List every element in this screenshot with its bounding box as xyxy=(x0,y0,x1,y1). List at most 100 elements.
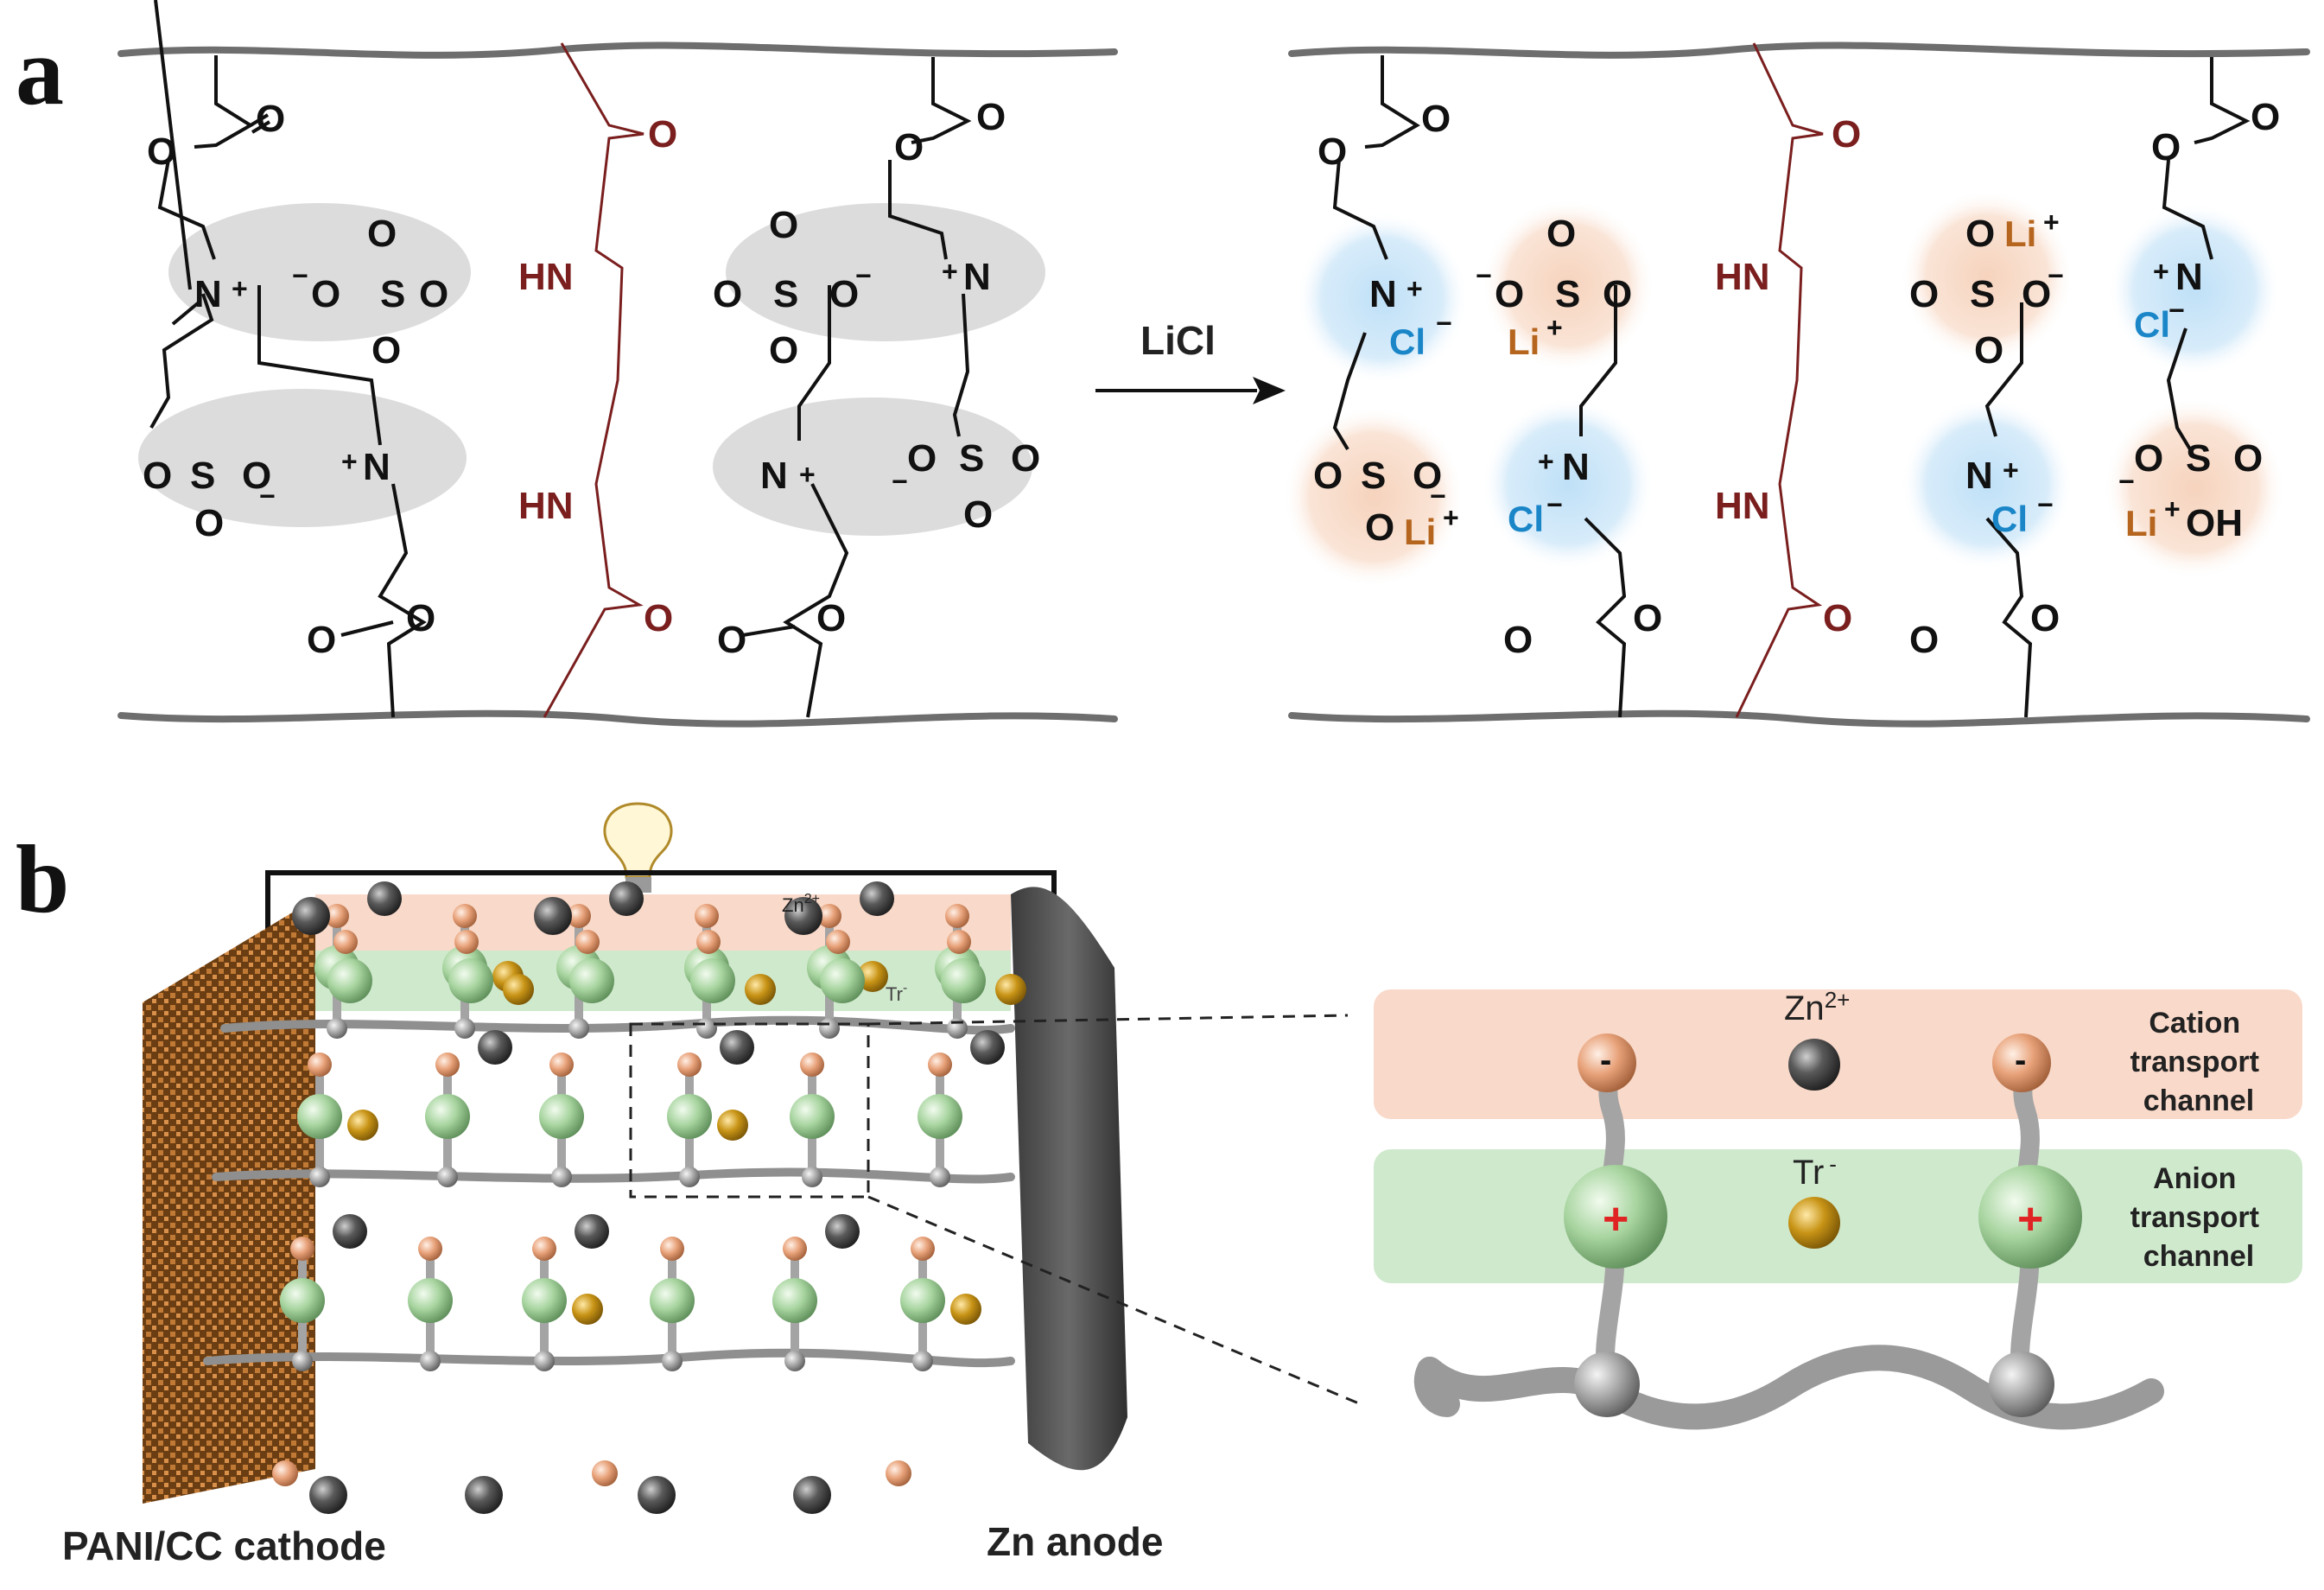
anionic-group-sphere xyxy=(272,1460,298,1486)
zn-ion-sphere xyxy=(292,897,330,935)
tr-ion-sphere xyxy=(717,1110,748,1141)
cationic-group-sphere xyxy=(425,1094,470,1139)
svg-text:+: + xyxy=(341,446,358,477)
device-ion-spheres xyxy=(272,881,1026,1514)
zn-ion-sphere xyxy=(784,897,822,935)
panel-label-a: a xyxy=(16,18,64,125)
amide-crosslinker xyxy=(543,42,644,718)
svg-text:HN: HN xyxy=(1715,485,1770,527)
svg-text:O: O xyxy=(2151,126,2181,169)
backbone-node xyxy=(802,1167,822,1187)
cationic-group-sphere xyxy=(820,958,865,1003)
backbone-node xyxy=(454,1018,475,1039)
svg-text:+: + xyxy=(2153,256,2169,287)
svg-text:O: O xyxy=(2233,437,2263,480)
backbone-node xyxy=(568,1018,589,1039)
svg-text:−: − xyxy=(1436,308,1452,339)
lightbulb-icon xyxy=(603,802,673,893)
svg-text:O: O xyxy=(2022,273,2051,315)
anionic-group-sphere xyxy=(1578,1034,1636,1092)
anionic-group-sphere xyxy=(290,1237,314,1261)
svg-text:O: O xyxy=(1909,273,1939,315)
zn-ion-sphere xyxy=(309,1476,347,1514)
svg-text:O: O xyxy=(1313,455,1343,497)
tr-ion-sphere xyxy=(950,1294,981,1325)
svg-text:O: O xyxy=(644,597,673,639)
svg-text:O: O xyxy=(1503,619,1533,661)
backbone-node xyxy=(437,1167,458,1187)
cationic-sign: + xyxy=(1603,1194,1629,1244)
tr-ion-sphere xyxy=(347,1110,378,1141)
svg-text:O: O xyxy=(1909,619,1939,661)
svg-text:O: O xyxy=(713,273,742,315)
svg-text:+: + xyxy=(1406,273,1423,304)
svg-text:O: O xyxy=(1318,130,1347,173)
svg-text:S: S xyxy=(2186,437,2211,480)
svg-text:+: + xyxy=(1538,446,1554,477)
svg-text:O: O xyxy=(1546,213,1576,255)
zn-ion-sphere xyxy=(575,1214,609,1249)
anionic-group-sphere xyxy=(575,930,600,954)
anionic-group-sphere xyxy=(308,1053,332,1077)
cationic-group-sphere xyxy=(280,1278,325,1323)
zoom-region xyxy=(629,1022,870,1199)
tr-ion-sphere xyxy=(745,974,776,1005)
zn-ion-sphere xyxy=(534,897,572,935)
zn-ion-sphere xyxy=(970,1030,1005,1065)
zoom-guide-lower xyxy=(867,1195,1362,1406)
svg-text:Li: Li xyxy=(1508,321,1540,362)
svg-text:N: N xyxy=(1369,273,1397,315)
pani-cc-cathode xyxy=(143,899,315,1504)
svg-text:+: + xyxy=(2043,207,2060,238)
anionic-group-sphere xyxy=(454,930,479,954)
cationic-group-sphere xyxy=(650,1278,695,1323)
zn-ion-sphere xyxy=(333,1214,367,1249)
anode-label: Zn anode xyxy=(987,1519,1163,1564)
svg-text:S: S xyxy=(1970,273,1995,315)
device-tr-ion-label: Tr- xyxy=(886,981,907,1005)
quaternary-ammonium-halo xyxy=(1296,212,1469,385)
svg-text:O: O xyxy=(367,213,397,255)
svg-text:Li: Li xyxy=(1404,512,1436,552)
backbone-node xyxy=(327,1018,347,1039)
svg-text:−: − xyxy=(1546,489,1563,520)
svg-text:O: O xyxy=(2030,597,2060,639)
backbone-node xyxy=(930,1167,950,1187)
cationic-group-sphere xyxy=(900,1278,945,1323)
anionic-group-sphere xyxy=(418,1237,442,1261)
cationic-group-sphere xyxy=(790,1094,835,1139)
svg-text:O: O xyxy=(1965,213,1995,255)
svg-text:+: + xyxy=(799,459,816,490)
zn-ion-sphere xyxy=(638,1476,676,1514)
hydrogel-network-after: O O N + Cl − O − O S O Li + O S O − O Li… xyxy=(1283,41,2310,728)
svg-text:O: O xyxy=(419,273,448,315)
anionic-group-sphere xyxy=(592,1460,618,1486)
anionic-group-sphere xyxy=(660,1237,684,1261)
svg-text:S: S xyxy=(959,437,984,480)
inset-zn-ion-label: Zn2+ xyxy=(1784,987,1850,1027)
svg-text:O: O xyxy=(1365,506,1394,549)
svg-text:+: + xyxy=(232,273,248,304)
svg-text:S: S xyxy=(190,455,215,497)
polymer-backbone-bottom xyxy=(117,709,1118,728)
svg-text:N: N xyxy=(2175,256,2203,298)
svg-text:S: S xyxy=(380,273,405,315)
ion-pair-shading xyxy=(138,389,467,527)
backbone-node xyxy=(662,1351,683,1371)
svg-text:Cl: Cl xyxy=(2134,304,2170,345)
svg-text:−: − xyxy=(2168,295,2185,326)
svg-text:O: O xyxy=(406,597,435,639)
cationic-group-sphere xyxy=(327,958,372,1003)
zn-ion-sphere xyxy=(465,1476,503,1514)
anionic-group-sphere xyxy=(1992,1034,2051,1092)
svg-text:−: − xyxy=(2048,260,2064,291)
svg-text:O: O xyxy=(1633,597,1662,639)
polymer-backbone-bottom xyxy=(1288,709,2310,728)
cationic-group-sphere xyxy=(918,1094,962,1139)
svg-text:O: O xyxy=(307,619,336,661)
zn-anode xyxy=(1011,887,1127,1471)
zn-ion-sphere xyxy=(367,881,402,916)
quaternary-ammonium-halo xyxy=(2108,203,2281,376)
backbone-node xyxy=(679,1167,700,1187)
svg-text:N: N xyxy=(1965,455,1993,497)
